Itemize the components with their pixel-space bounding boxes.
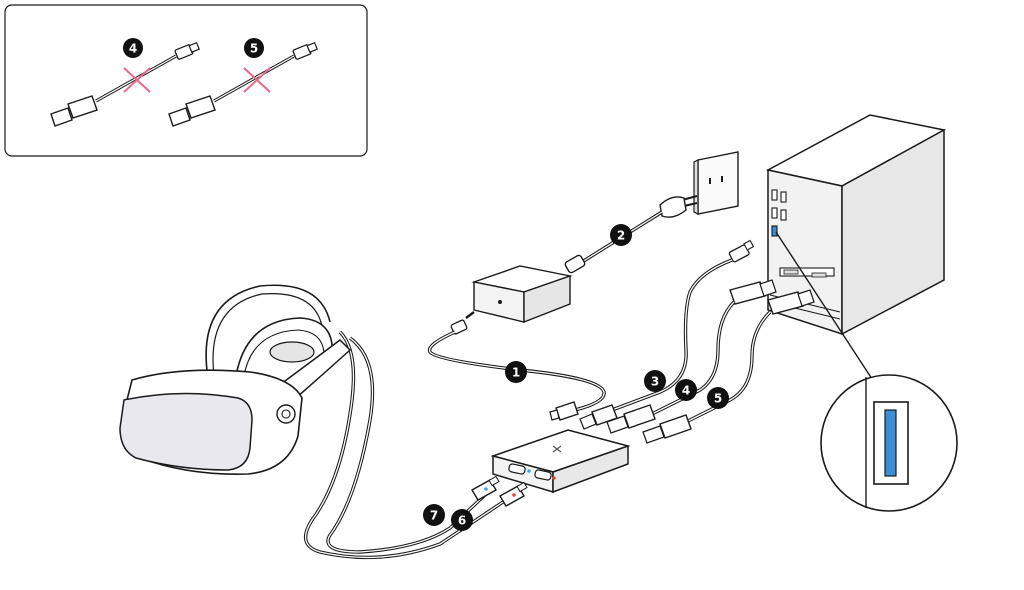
cable-5-usb-plug-icon (642, 414, 692, 444)
inset-cable-4-usb-plug-icon (50, 95, 98, 127)
cable-5-pc-plug-icon (767, 289, 815, 315)
cable-3-small-plug-icon (728, 239, 755, 263)
cable-4: 4 (606, 279, 777, 434)
cable-3: 3 (579, 239, 755, 430)
cable-5: 5 (642, 289, 815, 444)
cable-6: 6 (303, 330, 528, 560)
inset-cable-4: 4 (50, 38, 200, 127)
inset-cable-5-usb-plug-icon (168, 95, 216, 127)
badge-5: 5 (714, 392, 722, 406)
cable-7-usbc-plug-icon (471, 475, 500, 501)
cable-3-usb-plug-icon (579, 404, 618, 430)
inset-cable-4-small-plug-icon (174, 41, 200, 60)
cable-2: 2 (564, 195, 698, 274)
inset-cross-5-icon (243, 67, 271, 93)
cable-4-pc-plug-icon (729, 279, 777, 305)
badge-7: 7 (430, 509, 438, 523)
inset-cable-5-small-plug-icon (292, 41, 318, 60)
badge-4: 4 (682, 384, 690, 398)
inset-badge-4: 4 (129, 42, 137, 56)
link-box-icon (490, 429, 631, 494)
zoom-blue-port (884, 409, 897, 477)
inset-cable-5: 5 (168, 38, 318, 127)
badge-3: 3 (651, 375, 659, 389)
cable-1: 1 (427, 311, 606, 421)
pc-front-usb-ports (771, 189, 787, 237)
cable-2-wall-plug-icon (659, 195, 698, 218)
inset-cross-4-icon (123, 67, 151, 93)
inset-badge-5: 5 (250, 42, 258, 56)
link-box-logo-icon (552, 445, 562, 453)
power-adapter-icon (471, 265, 573, 324)
cable-6-usbc-plug-icon (499, 481, 528, 507)
wall-outlet-icon (693, 151, 739, 215)
inset-panel: 4 5 (4, 4, 368, 157)
badge-6: 6 (458, 514, 466, 528)
badge-2: 2 (617, 229, 625, 243)
cable-7: 7 (326, 336, 500, 554)
usb-port-zoom-icon (775, 231, 958, 512)
vr-headset-icon (119, 284, 352, 475)
cable-4-usb-plug-icon (606, 404, 656, 434)
pc-blue-usb-port (771, 225, 778, 237)
pc-tower-icon (765, 114, 947, 336)
cable-1-barrel-plug-icon (549, 401, 579, 421)
badge-1: 1 (512, 366, 520, 380)
